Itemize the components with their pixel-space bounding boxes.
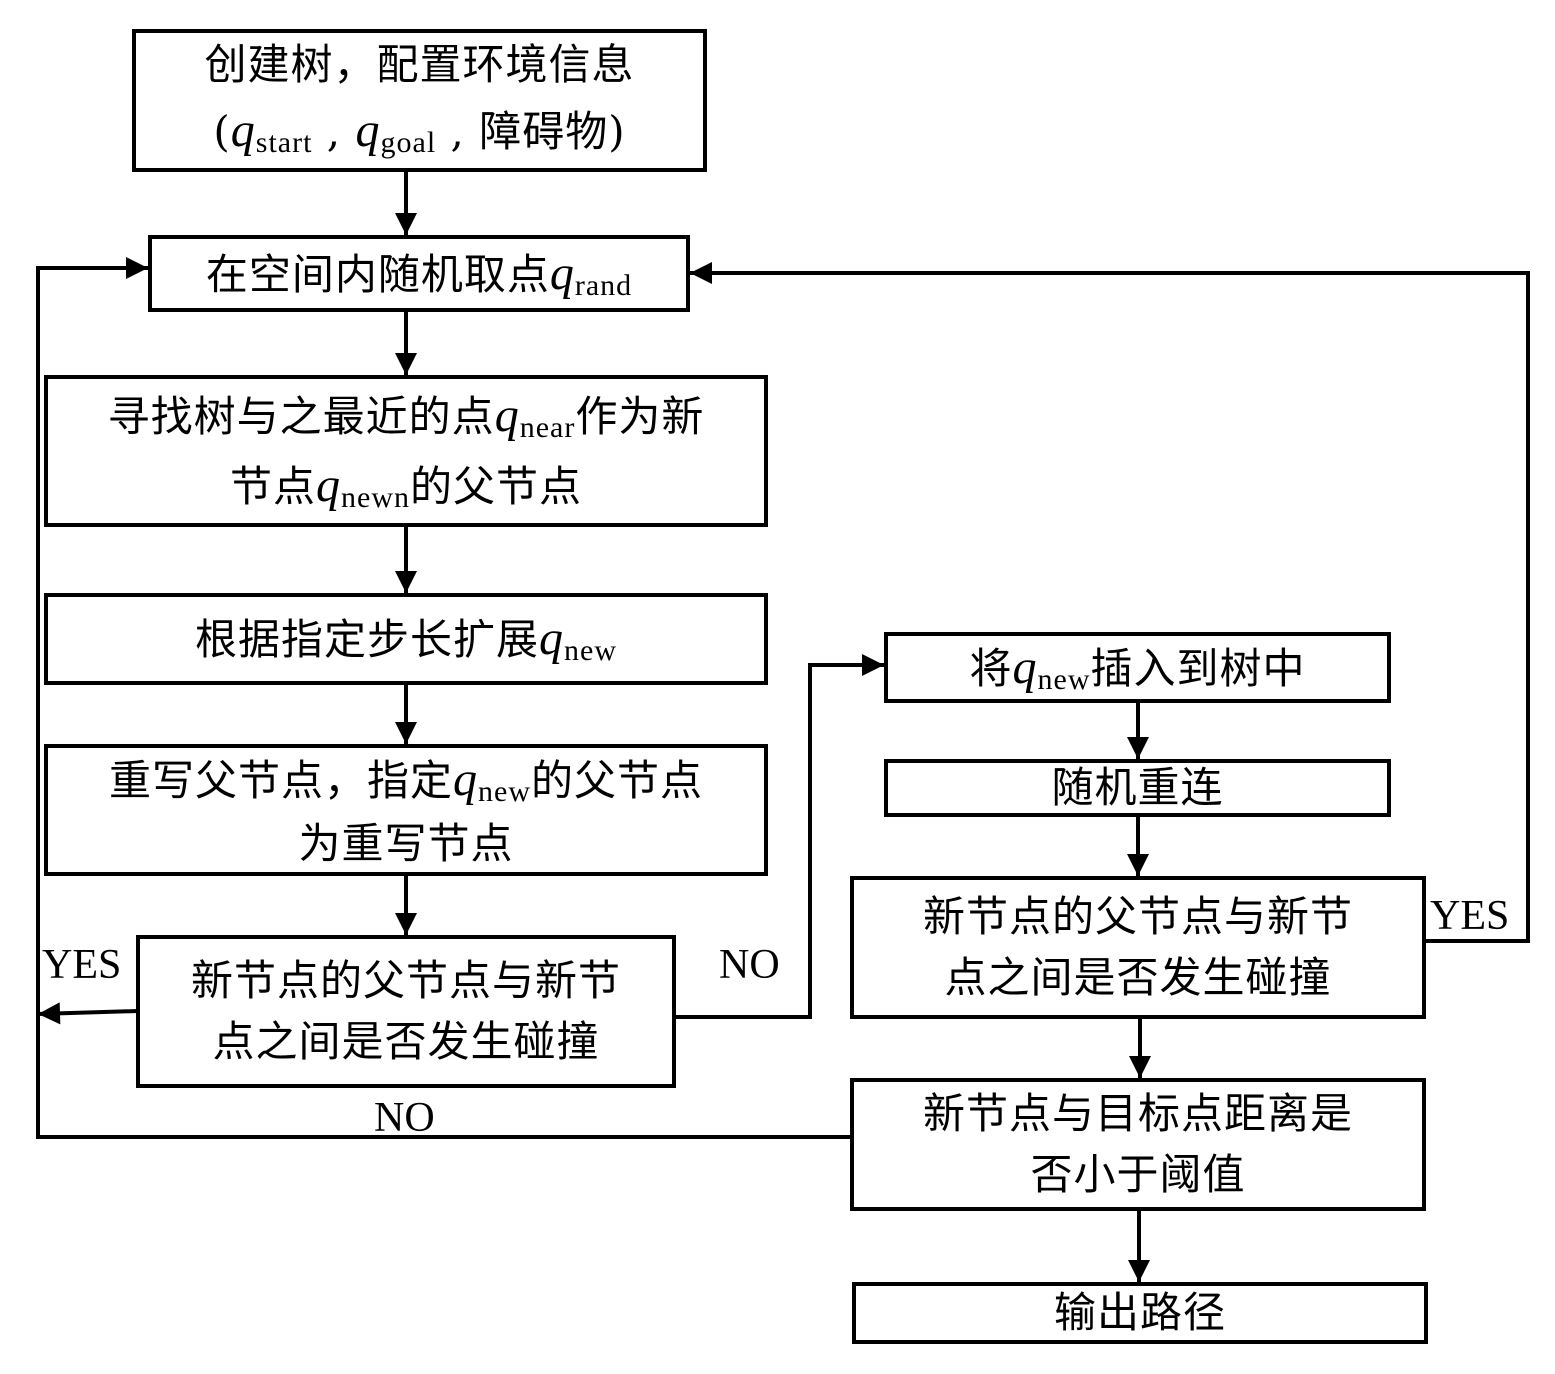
node-init-line1: 创建树，配置环境信息 bbox=[204, 40, 635, 90]
node-collision-check-1: 新节点的父节点与新节 点之间是否发生碰撞 bbox=[136, 935, 676, 1088]
label-check1-no: NO bbox=[719, 942, 780, 988]
node-init-line2: (qstart , qgoal , 障碍物) bbox=[213, 104, 626, 160]
node-sample-text: 在空间内随机取点qrand bbox=[205, 246, 633, 302]
node-nearest: 寻找树与之最近的点qnear作为新 节点qnewn的父节点 bbox=[44, 375, 768, 527]
node-init: 创建树，配置环境信息 (qstart , qgoal , 障碍物) bbox=[132, 29, 707, 172]
edge-check1-yes bbox=[37, 1002, 139, 1025]
label-goal-no: NO bbox=[374, 1095, 435, 1141]
node-rewire: 随机重连 bbox=[884, 759, 1391, 817]
node-goal-line2: 否小于阈值 bbox=[1030, 1149, 1246, 1199]
node-check1-line1: 新节点的父节点与新节 bbox=[190, 955, 621, 1005]
node-rewrite-line2: 为重写节点 bbox=[298, 819, 514, 869]
node-rewire-text: 随机重连 bbox=[1051, 762, 1224, 812]
node-rewrite-line1: 重写父节点，指定qnew的父节点 bbox=[108, 752, 703, 808]
node-goal-line1: 新节点与目标点距离是 bbox=[922, 1088, 1353, 1138]
edge-check2-yes-to-sample bbox=[690, 262, 1530, 943]
node-collision-check-2: 新节点的父节点与新节 点之间是否发生碰撞 bbox=[850, 876, 1426, 1019]
label-check2-yes: YES bbox=[1430, 893, 1510, 939]
edge-left-loop-to-sample bbox=[36, 257, 852, 1139]
node-nearest-line1: 寻找树与之最近的点qnear作为新 bbox=[107, 389, 705, 445]
node-output-text: 输出路径 bbox=[1053, 1287, 1226, 1337]
node-nearest-line2: 节点qnewn的父节点 bbox=[229, 459, 582, 514]
edge-check1-no-to-insert bbox=[674, 654, 884, 1019]
node-rewrite-parent: 重写父节点，指定qnew的父节点 为重写节点 bbox=[44, 744, 768, 876]
node-check2-line1: 新节点的父节点与新节 bbox=[922, 891, 1353, 941]
node-check2-line2: 点之间是否发生碰撞 bbox=[944, 952, 1332, 1002]
node-goal-check: 新节点与目标点距离是 否小于阈值 bbox=[850, 1078, 1426, 1211]
node-sample: 在空间内随机取点qrand bbox=[148, 235, 690, 312]
node-check1-line2: 点之间是否发生碰撞 bbox=[212, 1016, 600, 1066]
node-insert-text: 将qnew插入到树中 bbox=[969, 640, 1306, 696]
label-check1-yes: YES bbox=[42, 942, 122, 988]
node-output: 输出路径 bbox=[852, 1282, 1428, 1344]
node-insert: 将qnew插入到树中 bbox=[884, 632, 1391, 703]
node-extend: 根据指定步长扩展qnew bbox=[44, 593, 768, 685]
node-extend-text: 根据指定步长扩展qnew bbox=[195, 612, 617, 668]
